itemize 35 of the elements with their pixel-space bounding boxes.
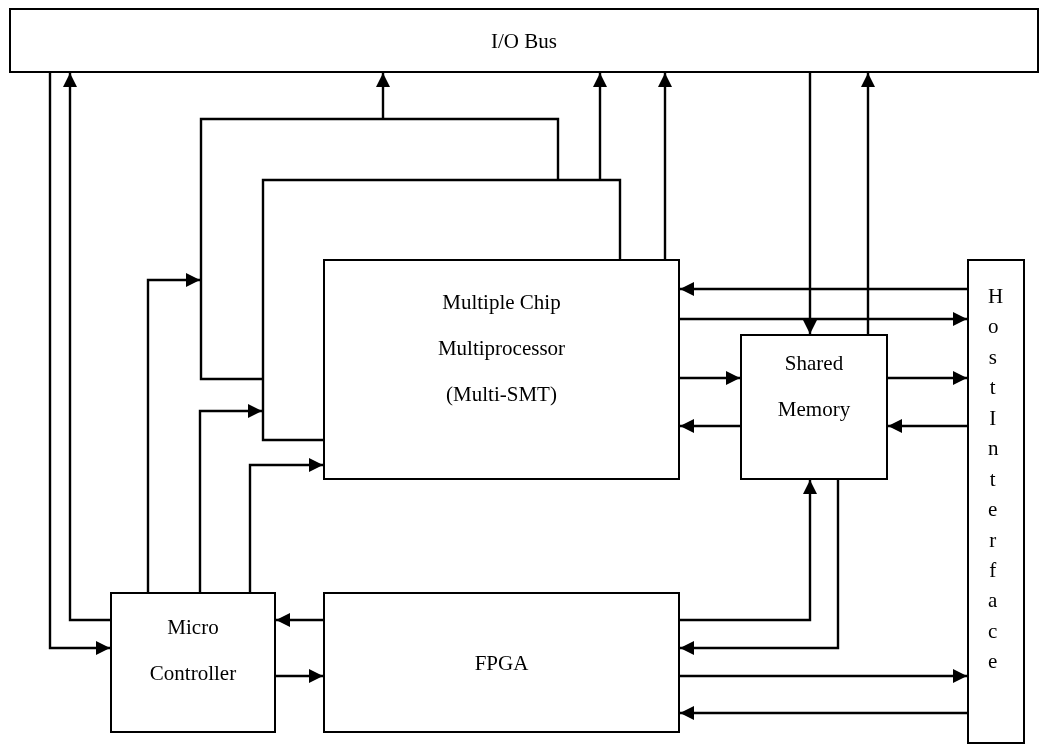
arrow bbox=[680, 480, 817, 622]
node-label: Micro Controller bbox=[148, 614, 238, 688]
arrow bbox=[658, 73, 672, 259]
arrow bbox=[680, 419, 740, 433]
arrow bbox=[888, 419, 967, 433]
arrow bbox=[63, 73, 110, 622]
arrow bbox=[888, 371, 967, 385]
node-label: Shared Memory bbox=[776, 350, 852, 424]
arrow bbox=[680, 312, 967, 326]
node-label: FPGA bbox=[474, 649, 529, 676]
arrow bbox=[48, 73, 110, 655]
arrow bbox=[276, 613, 323, 627]
fpga-box bbox=[323, 592, 680, 733]
arrow bbox=[680, 480, 840, 655]
controller-box bbox=[110, 592, 276, 733]
processor-box bbox=[262, 179, 620, 440]
bus-box bbox=[9, 8, 1039, 73]
arrow bbox=[276, 669, 323, 683]
memory-box bbox=[740, 334, 888, 480]
arrow bbox=[680, 282, 967, 296]
interface-box bbox=[967, 259, 1025, 744]
arrow bbox=[803, 73, 817, 334]
node-label: Multiple Chip Multiprocessor (Multi-SMT) bbox=[436, 289, 567, 409]
arrow bbox=[376, 73, 390, 118]
arrow bbox=[861, 73, 875, 334]
processor-box bbox=[323, 259, 680, 480]
arrow bbox=[680, 706, 967, 720]
arrow bbox=[593, 73, 607, 179]
arrow bbox=[198, 404, 262, 592]
node-label: I/O Bus bbox=[491, 27, 557, 54]
arrow bbox=[146, 273, 200, 592]
arrow bbox=[680, 669, 967, 683]
arrow bbox=[248, 458, 323, 592]
arrow bbox=[680, 371, 740, 385]
node-label: Host Interface bbox=[988, 283, 1008, 676]
